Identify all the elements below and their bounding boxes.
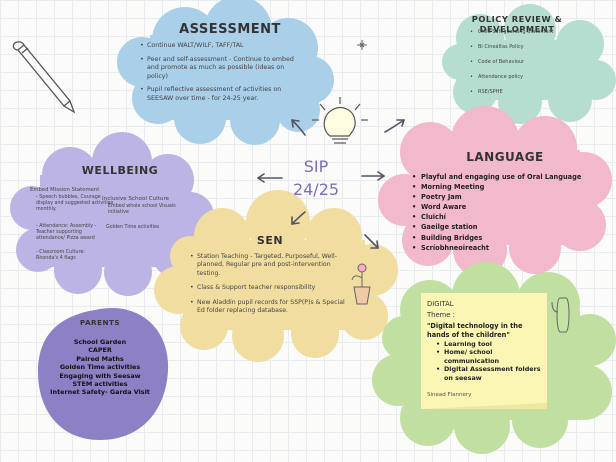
pencil-icon <box>12 41 76 114</box>
digital-item: Learning tool <box>436 340 544 349</box>
digital-item: Digital Assessment folders on seesaw <box>436 365 544 382</box>
parents-list: School Garden CAPER Paired Maths Golden … <box>40 338 160 397</box>
digital-list: Learning tool Home/ school communication… <box>436 340 544 382</box>
parents-blob <box>38 308 169 440</box>
lightbulb-icon <box>312 97 368 144</box>
wellbeing-cloud <box>10 132 214 296</box>
digital-theme-quote: "Digital technology in the hands of the … <box>427 322 523 339</box>
language-title: LANGUAGE <box>466 150 544 164</box>
wellbeing-embed-heading: Embed Mission Statement <box>30 187 100 193</box>
arrow-to-policy <box>384 119 405 133</box>
digital-theme-label: Theme : <box>427 311 455 319</box>
policy-item: Attendance policy <box>470 74 590 81</box>
parents-item: CAPER <box>88 346 112 355</box>
parents-item: STEM activities <box>72 380 128 389</box>
sen-item: Station Teaching - Targeted, Purposeful,… <box>190 253 350 278</box>
language-list: Playful and engaging use of Oral Languag… <box>412 172 582 253</box>
parents-item: School Garden <box>73 338 127 346</box>
assessment-list: Continue WALT/WILF, TAFF/TAL Peer and se… <box>140 42 305 108</box>
policy-item: RSE/SPHE <box>470 89 590 96</box>
language-item: Playful and engaging use of Oral Languag… <box>412 172 582 182</box>
language-item: Building Bridges <box>412 233 582 243</box>
plant-pot-icon <box>351 263 371 305</box>
language-item: Poetry Jam <box>412 192 582 202</box>
digital-author: Sinead Flannery <box>427 392 472 398</box>
arrow-to-digital <box>364 234 379 249</box>
policy-item: Code of Behaviour <box>470 59 590 66</box>
connector-arrows <box>257 119 405 249</box>
wellbeing-title: WELLBEING <box>81 164 159 177</box>
wellbeing-embed-detail: - Speech bubbles, Courage display and su… <box>36 195 114 212</box>
policy-item: Child Safeguarding Statement <box>470 29 590 36</box>
arrow-to-assessment <box>291 119 306 136</box>
sip-title: SIP <box>303 157 329 176</box>
digital-item: Home/ school communication <box>436 348 544 365</box>
assessment-item: Continue WALT/WILF, TAFF/TAL <box>140 42 305 51</box>
assessment-item: Peer and self-assessment - Continue to e… <box>140 56 305 82</box>
policy-item: Bi Cineáltas Policy <box>470 44 590 51</box>
sen-item: Class & Support teacher responsibility <box>190 284 350 293</box>
digital-label: DIGITAL <box>427 300 454 308</box>
cactus-icon <box>551 297 570 333</box>
parents-item: Internet Safety- Garda Visit <box>50 388 150 397</box>
arrow-to-language <box>361 171 385 181</box>
parents-title: PARENTS <box>79 318 121 327</box>
wellbeing-inclusive-detail: Embed whole school Visuals initiative <box>108 204 176 215</box>
sen-title: SEN <box>256 234 284 247</box>
arrow-to-wellbeing <box>257 173 283 183</box>
wellbeing-classroom: - Classroom Culture: Rhonda's 4 flags <box>36 250 85 261</box>
language-item: Word Aware <box>412 202 582 212</box>
parents-item: Paired Maths <box>76 354 124 363</box>
language-item: Morning Meeting <box>412 182 582 192</box>
parents-item: Engaging with Seesaw <box>59 371 141 380</box>
sen-item: New Aladdin pupil records for SSP(P)s & … <box>190 299 350 316</box>
language-item: Cluichí <box>412 212 582 222</box>
assessment-title: ASSESSMENT <box>179 22 281 37</box>
sip-year: 24/25 <box>292 180 340 199</box>
policy-list: Child Safeguarding Statement Bi Cineálta… <box>470 29 590 104</box>
arrow-to-sen <box>291 211 306 225</box>
wellbeing-attendance: - Attendance: Assembly - Teacher support… <box>36 224 97 241</box>
wellbeing-golden-time: Golden Time activities <box>106 225 160 230</box>
parents-item: Golden Time activities <box>59 363 141 372</box>
wellbeing-inclusive-heading: Inclusive School Culture <box>102 196 170 202</box>
sen-list: Station Teaching - Targeted, Purposeful,… <box>190 253 350 321</box>
language-item: Scríobhneoireacht <box>412 243 582 253</box>
sparkle-icon <box>357 40 367 50</box>
language-item: Gaeilge station <box>412 222 582 232</box>
assessment-item: Pupil reflective assessment of activitie… <box>140 86 305 103</box>
